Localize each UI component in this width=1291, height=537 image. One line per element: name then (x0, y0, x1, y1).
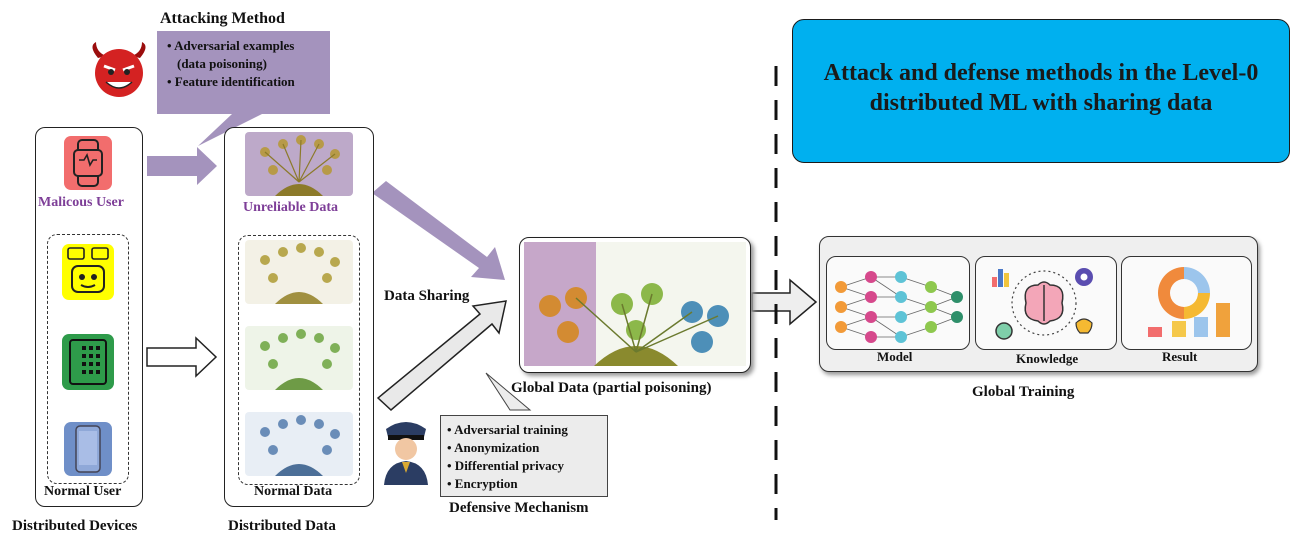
unreliable-data-thumbnail (245, 132, 353, 196)
model-label: Model (877, 349, 913, 364)
normal-share-arrow (376, 300, 507, 412)
smartwatch-icon (64, 136, 112, 190)
defense-callout: • Adversarial training • Anonymization •… (440, 415, 608, 497)
poison-share-arrow (372, 181, 505, 280)
normal-data-arrow (146, 336, 218, 378)
defense-item: • Adversarial training (447, 422, 568, 437)
devices-panel (35, 127, 143, 507)
training-arrow (751, 278, 818, 326)
normal-data-label: Normal Data (254, 484, 333, 499)
normal-data-thumbnail (245, 326, 353, 390)
chart-icon (1148, 267, 1230, 337)
diagram-title-text: Attack and defense methods in the Level-… (823, 60, 1259, 116)
attack-item: • Adversarial examples (167, 38, 295, 53)
unreliable-data-label: Unreliable Data (243, 200, 339, 215)
defense-callout-tail (485, 372, 532, 411)
result-label: Result (1162, 349, 1198, 364)
smartphone-icon (64, 422, 112, 476)
police-officer-icon (384, 422, 428, 485)
defense-item: • Anonymization (447, 440, 540, 455)
global-training-caption: Global Training (972, 384, 1075, 400)
attack-callout: • Adversarial examples (data poisoning) … (157, 31, 330, 114)
defense-item: • Differential privacy (447, 458, 564, 473)
neural-network-icon (835, 271, 963, 343)
model-card (826, 256, 970, 350)
normal-data-group (238, 235, 360, 485)
malicious-data-arrow (147, 147, 217, 185)
normal-data-thumbnail (245, 240, 353, 304)
diagram-title: Attack and defense methods in the Level-… (792, 19, 1290, 163)
knowledge-label: Knowledge (1016, 351, 1079, 366)
data-caption: Distributed Data (228, 518, 336, 534)
defense-item: • Encryption (447, 476, 518, 491)
robot-icon (62, 244, 114, 300)
attack-heading: Attacking Method (160, 10, 285, 27)
attack-item: • Feature identification (167, 74, 295, 89)
global-data-panel (519, 237, 751, 373)
brain-icon (992, 268, 1093, 340)
normal-devices-group (47, 234, 129, 484)
defense-heading: Defensive Mechanism (449, 500, 589, 516)
knowledge-card (975, 256, 1117, 350)
calculator-phone-icon (62, 334, 114, 390)
normal-user-label: Normal User (44, 484, 122, 499)
devices-caption: Distributed Devices (12, 518, 138, 534)
malicious-user-label: Malicous User (38, 195, 124, 210)
devil-icon (92, 42, 146, 97)
global-data-caption: Global Data (partial poisoning) (511, 380, 712, 396)
attack-item: (data poisoning) (177, 56, 267, 71)
result-card (1121, 256, 1252, 350)
data-sharing-label: Data Sharing (384, 288, 470, 304)
normal-data-thumbnail (245, 412, 353, 476)
global-data-illustration (524, 242, 746, 366)
